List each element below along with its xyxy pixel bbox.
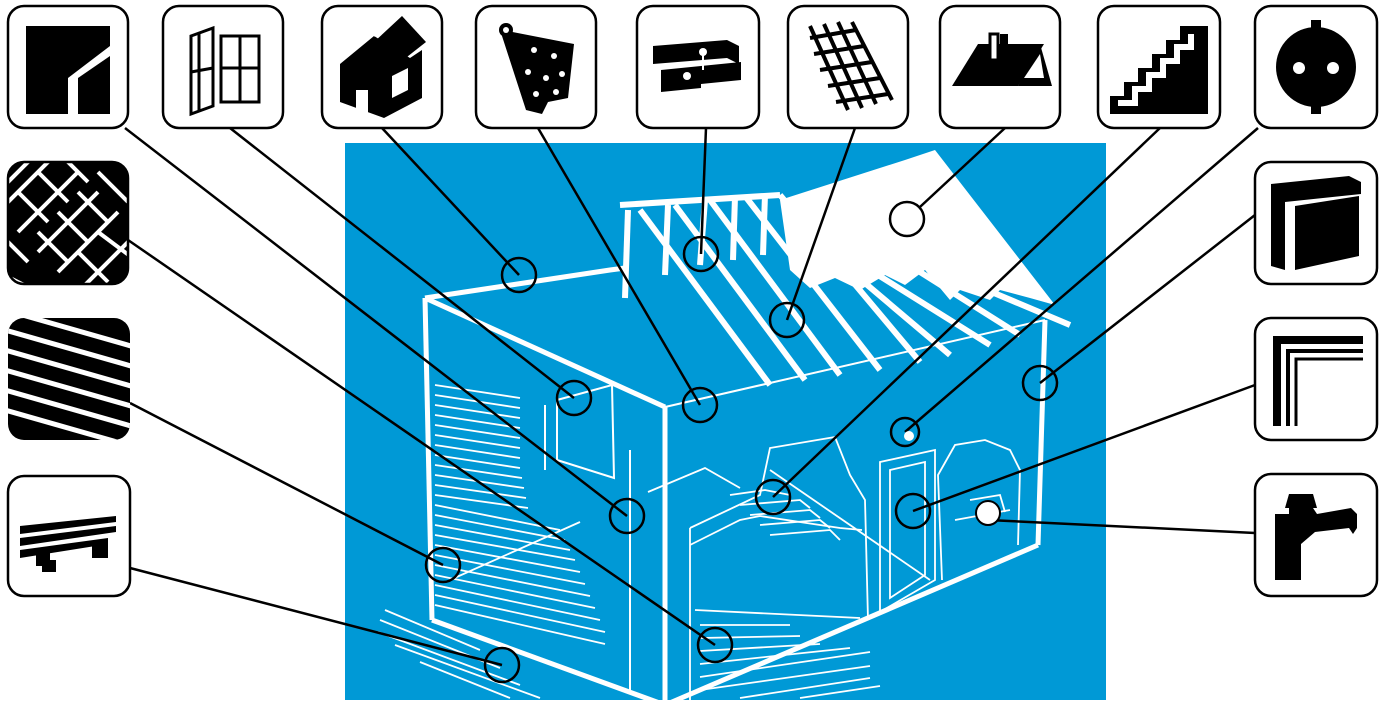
roof-rafters — [619, 192, 1072, 387]
callout-marker — [894, 492, 932, 530]
corner-trim-icon[interactable] — [1253, 316, 1379, 442]
callout-marker — [696, 626, 734, 664]
leader-line — [699, 127, 708, 255]
wall-panel-icon[interactable] — [1253, 160, 1379, 286]
leader-line — [906, 127, 1006, 220]
roof-window-icon[interactable] — [938, 4, 1062, 130]
callout-marker — [682, 235, 720, 273]
callout-marker — [1021, 364, 1059, 402]
callout-marker-dot — [904, 431, 914, 441]
leader-line — [229, 127, 575, 399]
roof-waterproofing-icon[interactable] — [474, 4, 598, 130]
socket-outlet-icon[interactable] — [1253, 4, 1379, 130]
callout-marker — [975, 500, 1001, 526]
leader-line — [381, 127, 520, 276]
callout-marker — [754, 478, 792, 516]
house-roof-icon[interactable] — [320, 4, 444, 130]
leader-line — [129, 566, 503, 667]
leader-line — [1039, 214, 1256, 384]
callout-marker — [424, 546, 462, 584]
leader-line — [536, 127, 702, 406]
callout-marker — [681, 386, 719, 424]
eave-line — [664, 319, 1046, 408]
left-wall-cladding — [434, 384, 606, 645]
roof-frame-icon[interactable] — [786, 4, 910, 130]
callout-markers — [424, 200, 1059, 684]
floor-joists-icon[interactable] — [6, 474, 132, 598]
leader-line — [785, 127, 857, 321]
callout-marker — [889, 416, 921, 448]
callout-marker — [483, 646, 521, 684]
callout-marker — [608, 497, 646, 535]
leader-line — [127, 238, 716, 647]
callout-marker — [768, 301, 806, 339]
leader-line — [904, 127, 1259, 433]
door-and-bathroom — [879, 439, 1021, 614]
staircase-icon[interactable] — [1096, 4, 1222, 130]
callout-marker — [555, 379, 593, 417]
leader-line — [912, 383, 1256, 513]
herringbone-floor-icon[interactable] — [0, 152, 138, 292]
leader-line — [987, 518, 1256, 535]
wall-window — [544, 383, 631, 690]
callout-marker — [888, 200, 926, 238]
house-illustration — [345, 143, 1106, 708]
leader-line — [129, 401, 444, 567]
leader-lines — [124, 127, 1259, 667]
faucet-icon[interactable] — [1253, 472, 1379, 598]
callout-marker — [500, 256, 538, 294]
timber-connector-icon[interactable] — [635, 4, 761, 130]
diagonal-boards-icon[interactable] — [0, 308, 138, 448]
wall-junction-icon[interactable] — [6, 4, 130, 130]
window-icon[interactable] — [161, 4, 285, 130]
leader-line — [772, 127, 1161, 498]
leader-line — [124, 127, 628, 517]
